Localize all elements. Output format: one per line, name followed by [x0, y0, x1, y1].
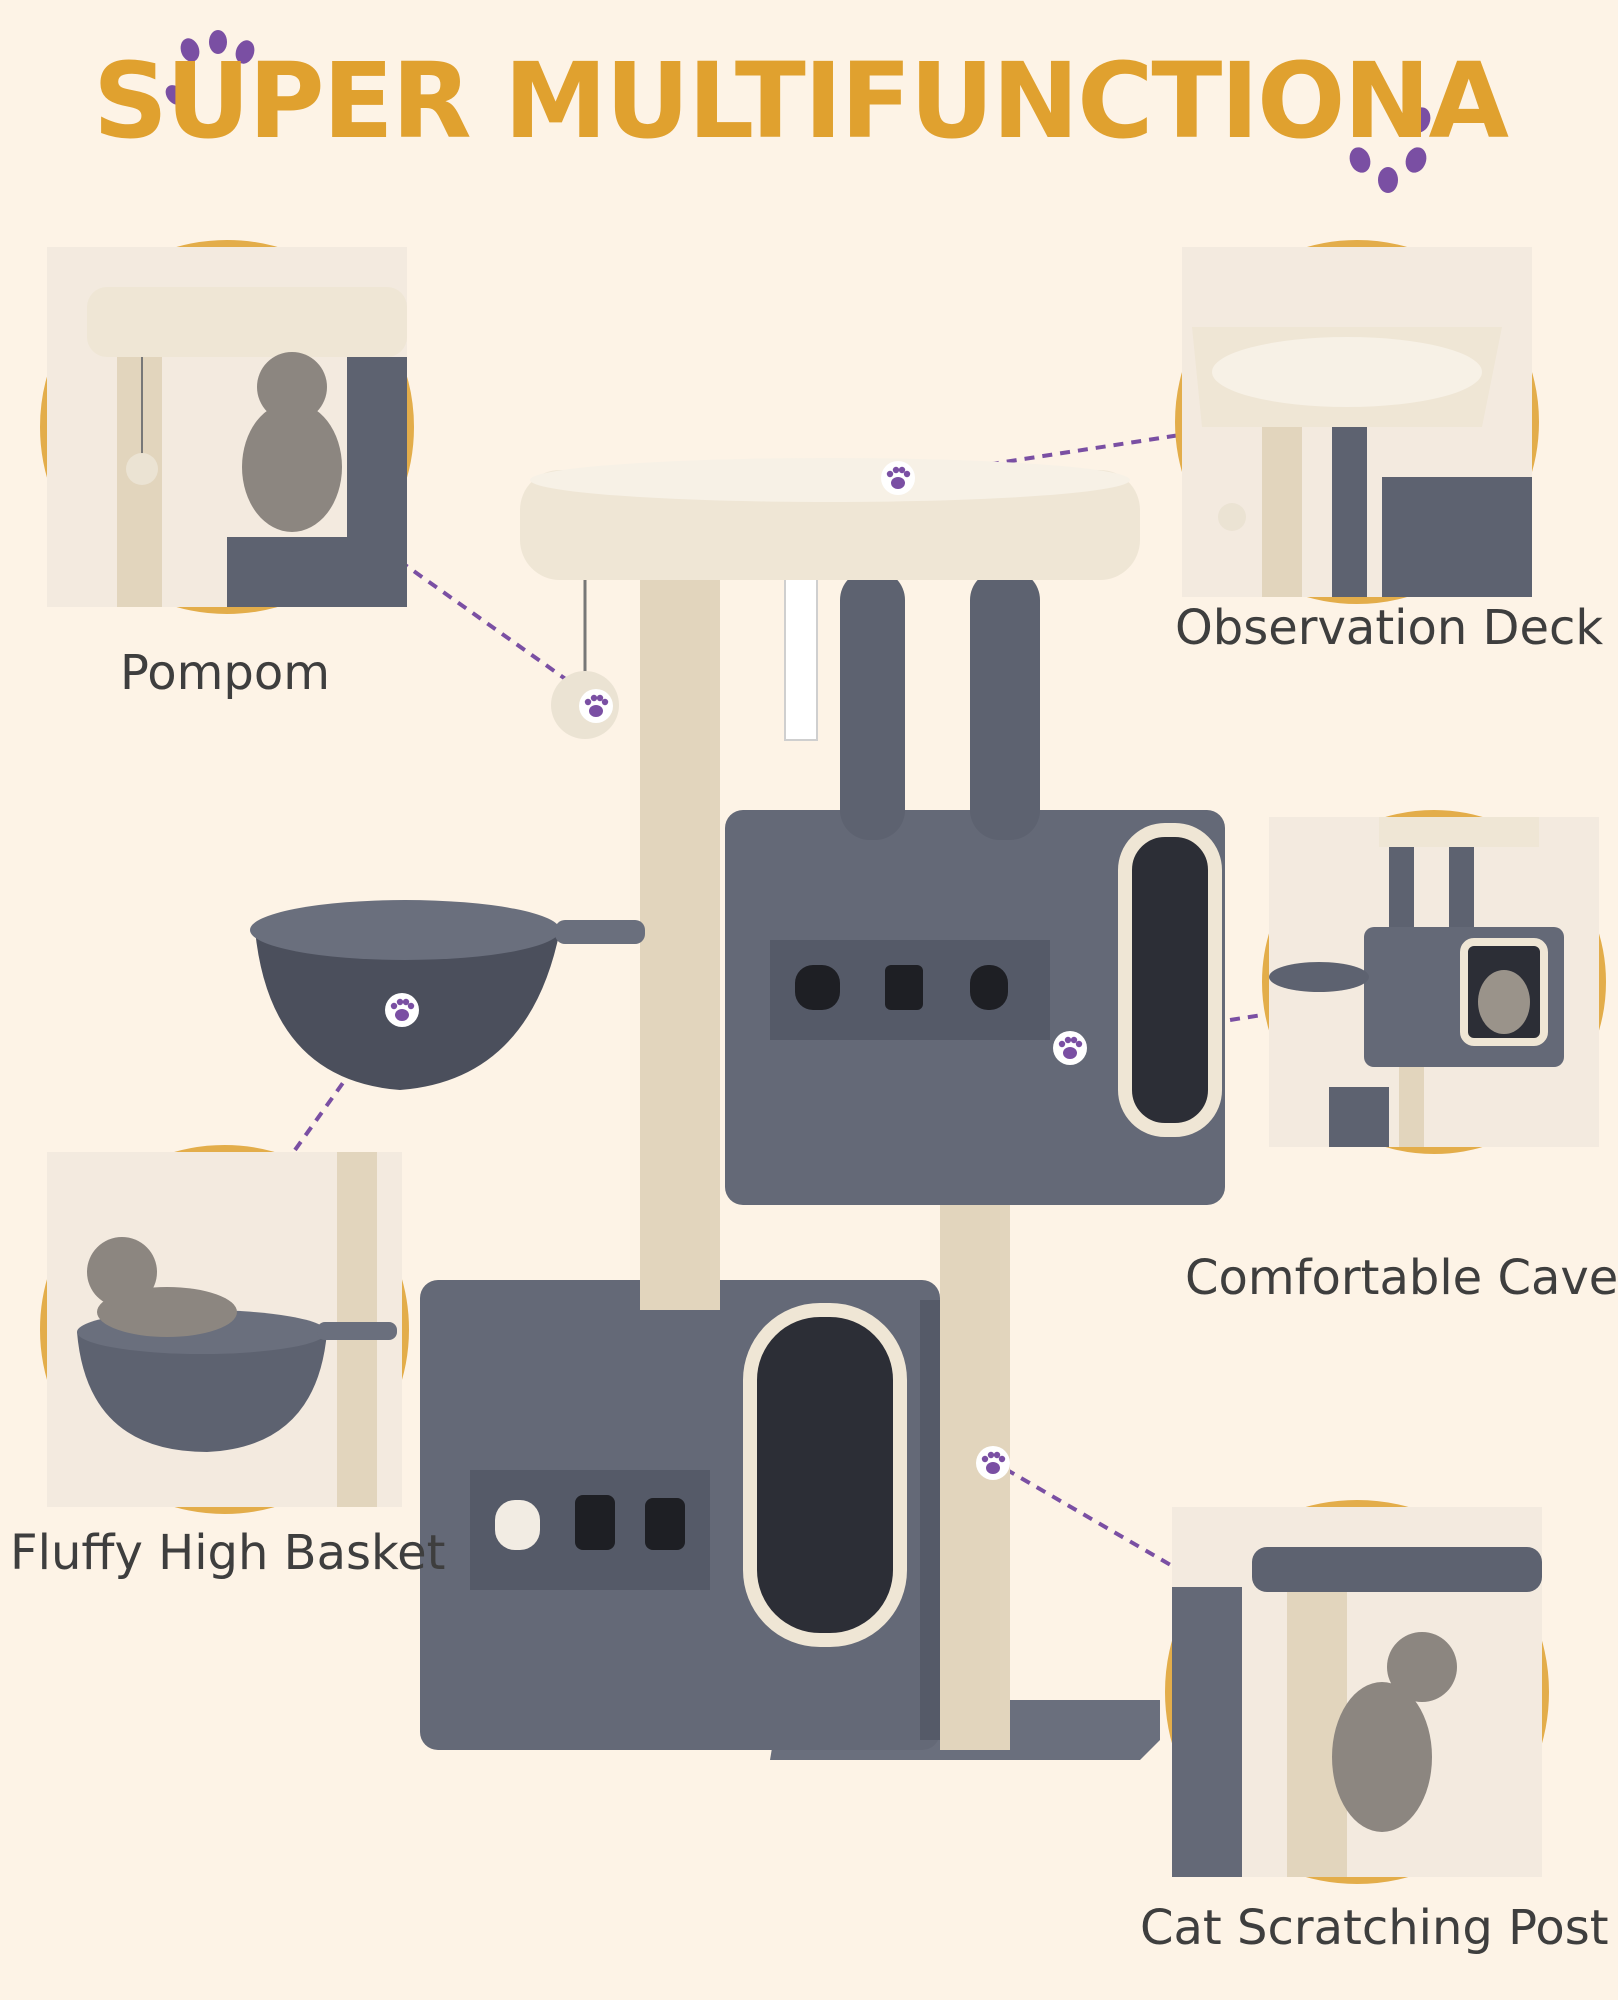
label-fluffy-high-basket: Fluffy High Basket	[10, 1525, 446, 1581]
paw-prints-top-right-icon	[1349, 107, 1431, 193]
paw-icon	[1053, 1031, 1087, 1065]
label-cat-scratching-post: Cat Scratching Post	[1140, 1900, 1609, 1956]
page-title: SUPER MULTIFUNCTIONA	[93, 40, 1509, 162]
paw-prints-top-left-icon	[165, 30, 255, 105]
fluffy-high-basket-closeup	[40, 1145, 409, 1514]
paw-icon	[385, 993, 419, 1027]
paw-icon	[579, 689, 613, 723]
pompom-closeup	[40, 240, 414, 614]
cat-scratching-post-closeup	[1165, 1500, 1549, 1884]
cat-tree-illustration	[250, 440, 1260, 1890]
label-pompom: Pompom	[120, 645, 330, 701]
label-comfortable-cave: Comfortable Cave	[1185, 1250, 1618, 1306]
observation-deck-closeup	[1175, 240, 1539, 604]
label-observation-deck: Observation Deck	[1175, 600, 1604, 656]
paw-icon	[976, 1446, 1010, 1480]
comfortable-cave-closeup	[1262, 810, 1606, 1154]
paw-icon	[881, 461, 915, 495]
